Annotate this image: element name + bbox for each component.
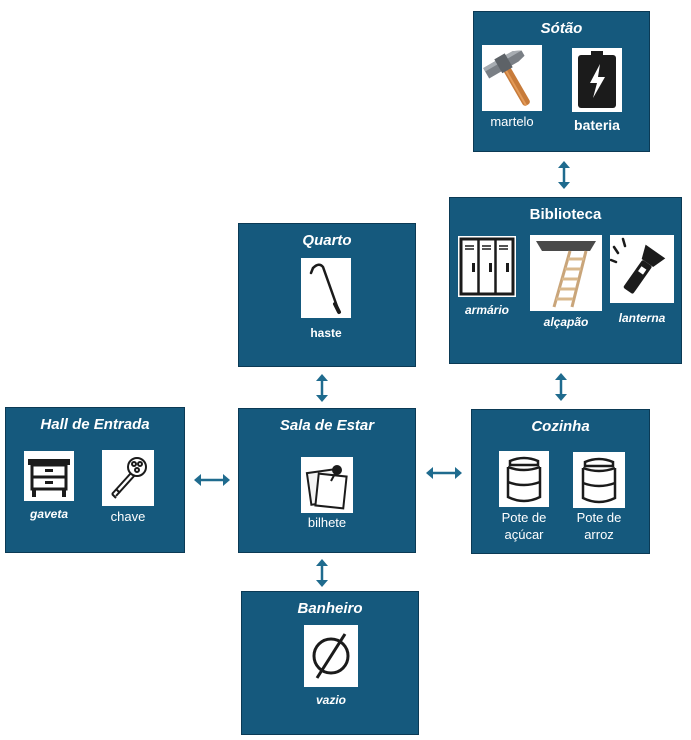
- double-arrow-sotao-biblioteca: [558, 161, 570, 189]
- note-icon: [301, 457, 353, 513]
- item-label-bilhete: bilhete: [307, 515, 347, 530]
- room-title-quarto: Quarto: [302, 232, 352, 249]
- room-title-sala: Sala de Estar: [279, 417, 375, 434]
- item-label-lanterna: lanterna: [618, 311, 666, 325]
- drawer-icon: [24, 451, 74, 501]
- room-banheiro: Banheiro vazio: [241, 591, 419, 735]
- item-label-martelo: martelo: [490, 114, 534, 129]
- room-title-biblioteca: Biblioteca: [529, 206, 602, 223]
- item-martelo: martelo: [482, 45, 542, 145]
- flashlight-icon: [610, 235, 674, 303]
- item-label-armario: armário: [464, 303, 510, 317]
- double-arrow-quarto-sala: [316, 374, 328, 402]
- item-chave: chave: [102, 450, 154, 540]
- room-cozinha: Cozinha Pote de açúcar: [471, 409, 650, 554]
- item-label-bateria: bateria: [574, 117, 620, 133]
- double-arrow-sala-cozinha: [426, 467, 462, 479]
- battery-icon: [572, 48, 622, 112]
- attic-ladder-icon: [530, 235, 602, 311]
- empty-set-icon: [304, 625, 358, 687]
- item-lanterna: lanterna: [610, 235, 674, 335]
- room-title-hall: Hall de Entrada: [40, 416, 150, 433]
- room-quarto: Quarto haste: [238, 223, 416, 367]
- room-title-sotao: Sótão: [540, 20, 583, 37]
- item-vazio: vazio: [304, 625, 358, 715]
- item-label-pote-acucar: Pote de açúcar: [501, 510, 547, 542]
- jar-icon: [499, 451, 549, 507]
- room-sala: Sala de Estar bilhete: [238, 408, 416, 553]
- item-label-pote-arroz: Pote de arroz: [576, 510, 622, 542]
- room-title-cozinha: Cozinha: [531, 418, 590, 435]
- hammer-icon: [482, 45, 542, 111]
- item-label-alcapao: alçapão: [543, 315, 589, 329]
- double-arrow-hall-sala: [194, 474, 230, 486]
- item-label-haste: haste: [310, 326, 342, 340]
- double-arrow-sala-banheiro: [316, 559, 328, 587]
- room-title-banheiro: Banheiro: [297, 600, 363, 617]
- item-haste: haste: [301, 258, 351, 348]
- item-gaveta: gaveta: [24, 451, 74, 541]
- item-label-gaveta: gaveta: [29, 507, 69, 521]
- item-bateria: bateria: [572, 48, 622, 148]
- item-pote-acucar: Pote de açúcar: [499, 451, 549, 551]
- item-label-chave: chave: [110, 509, 146, 524]
- item-bilhete: bilhete: [301, 457, 353, 547]
- cane-icon: [301, 258, 351, 318]
- item-label-vazio: vazio: [315, 693, 346, 707]
- room-sotao: Sótão martelo bateria: [473, 11, 650, 152]
- jar-icon: [573, 452, 625, 508]
- key-icon: [102, 450, 154, 506]
- double-arrow-biblioteca-cozinha: [555, 373, 567, 401]
- item-armario: armário: [458, 236, 516, 326]
- room-biblioteca: Biblioteca armário: [449, 197, 682, 364]
- item-pote-arroz: Pote de arroz: [573, 452, 625, 552]
- item-alcapao: alçapão: [530, 235, 602, 335]
- room-hall: Hall de Entrada gaveta: [5, 407, 185, 553]
- lockers-icon: [458, 236, 516, 297]
